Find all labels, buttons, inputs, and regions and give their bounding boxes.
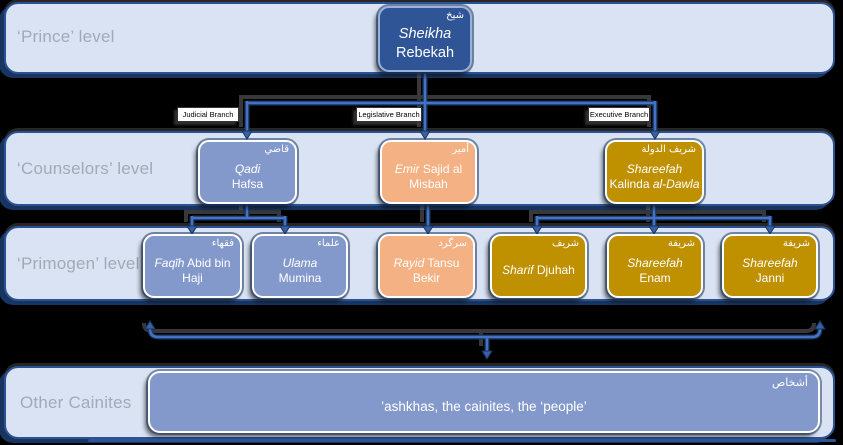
node-name-line: Hafsa	[232, 177, 263, 192]
arabic-caption: علماء	[317, 238, 340, 249]
label-counselors-level: ‘Counselors’ level	[17, 159, 154, 178]
node-name-pre: Kalinda	[609, 176, 653, 191]
bottom-border-line	[88, 439, 836, 442]
node-sharif-djuhah: شريف Sharif Djuhah	[490, 234, 587, 298]
node-title-italic: Sheikha	[398, 26, 452, 42]
node-name-rest: Enam	[639, 270, 671, 285]
executive-branch-label: Executive Branch	[588, 107, 650, 122]
node-name-line: Kalinda al-Dawla	[609, 177, 699, 192]
node-title-italic: Faqīh	[154, 255, 185, 270]
node-name-rest: Hafsa	[231, 176, 264, 191]
node-name-italic: al-Dawla	[652, 176, 700, 191]
node-name-line: Haji	[182, 271, 203, 286]
node-name-rest: Misbah	[409, 176, 448, 191]
node-title-line: Qadi	[235, 162, 260, 177]
arabic-caption: أشخاص	[771, 376, 808, 389]
node-name-rest: Rebekah	[395, 45, 455, 61]
node-title-rest: Tansu	[424, 255, 460, 270]
node-title-italic: Qadi	[234, 161, 261, 176]
arabic-caption: شريفة	[782, 238, 810, 249]
arabic-caption: فقهاء	[211, 238, 234, 249]
node-shareefah-enam: شريفة Shareefah Enam	[607, 234, 703, 298]
node-name-line: Bekir	[413, 271, 440, 286]
bottom-box-text: ’ashkhas, the cainites, the ‘people’	[381, 399, 587, 414]
node-name-rest: Haji	[182, 270, 203, 285]
node-title-line: Shareefah	[742, 256, 797, 271]
arabic-caption: قاضي	[264, 144, 289, 155]
node-title-italic: Emir	[394, 161, 420, 176]
node-title-italic: Rayid	[393, 255, 425, 270]
node-name-line: Janni	[756, 271, 785, 286]
node-title-line: Shareefah	[627, 256, 682, 271]
node-title-line: Sharif Djuhah	[502, 263, 575, 278]
judicial-branch-label: Judicial Branch	[177, 107, 239, 122]
node-title-line: Shareefah	[627, 162, 682, 177]
node-emir-sajid-al-misbah: أمير Emir Sajid al Misbah	[380, 140, 477, 204]
node-title-line: Ulama	[283, 256, 318, 271]
node-faqih-abid-bin-haji: فقهاء Faqīh Abid bin Haji	[143, 234, 242, 298]
arabic-caption: شريفة	[667, 238, 695, 249]
node-name-rest: Bekir	[412, 270, 441, 285]
label-other-cainites: Other Cainites	[20, 393, 132, 412]
legislative-branch-label: Legislative Branch	[356, 107, 422, 122]
arabic-caption: شيخ	[446, 10, 464, 21]
node-title-line: Sheikha	[399, 25, 451, 44]
node-title-italic: Ulama	[282, 255, 318, 270]
node-title-rest: Abid bin	[184, 255, 231, 270]
node-shareefah-janni: شريفة Shareefah Janni	[722, 234, 818, 298]
node-ulama-mumina: علماء Ulama Mumina	[252, 234, 348, 298]
node-rayid-tansu-bekir: سرگرد Rayid Tansu Bekir	[378, 234, 475, 298]
node-name-line: Enam	[639, 271, 670, 286]
node-title-rest: Sajid al	[419, 161, 463, 176]
label-prince-level: ‘Prince’ level	[17, 27, 115, 46]
arabic-caption: شريف	[551, 238, 579, 249]
node-name-rest: Mumina	[278, 270, 322, 285]
node-qadi-hafsa: قاضي Qadi Hafsa	[198, 140, 297, 204]
node-ashkhas-people: أشخاص ’ashkhas, the cainites, the ‘peopl…	[148, 371, 820, 433]
node-sheikha-rebekah: شيخ Sheikha Rebekah	[378, 6, 472, 72]
node-title-italic: Shareefah	[626, 161, 683, 176]
arabic-caption: أمير	[452, 144, 469, 155]
node-title-italic: Sharif	[502, 263, 534, 277]
arabic-caption: سرگرد	[438, 238, 467, 249]
node-name-line: Misbah	[409, 177, 448, 192]
node-title-italic: Shareefah	[742, 255, 798, 270]
node-title-line: Rayid Tansu	[394, 256, 460, 271]
node-name-rest: Janni	[755, 270, 785, 285]
node-title-line: Emir Sajid al	[395, 162, 462, 177]
node-shareefah-kalinda-al-dawla: شريف الدولة Shareefah Kalinda al-Dawla	[605, 140, 704, 204]
node-name-line: Mumina	[279, 271, 322, 286]
node-title-line: Faqīh Abid bin	[154, 256, 230, 271]
node-name-line: Rebekah	[396, 44, 454, 63]
arabic-caption: شريف الدولة	[641, 144, 696, 155]
label-primogen-level: ‘Primogen’ level	[17, 254, 140, 273]
node-title-italic: Shareefah	[627, 255, 683, 270]
node-title-rest: Djuhah	[533, 263, 575, 277]
